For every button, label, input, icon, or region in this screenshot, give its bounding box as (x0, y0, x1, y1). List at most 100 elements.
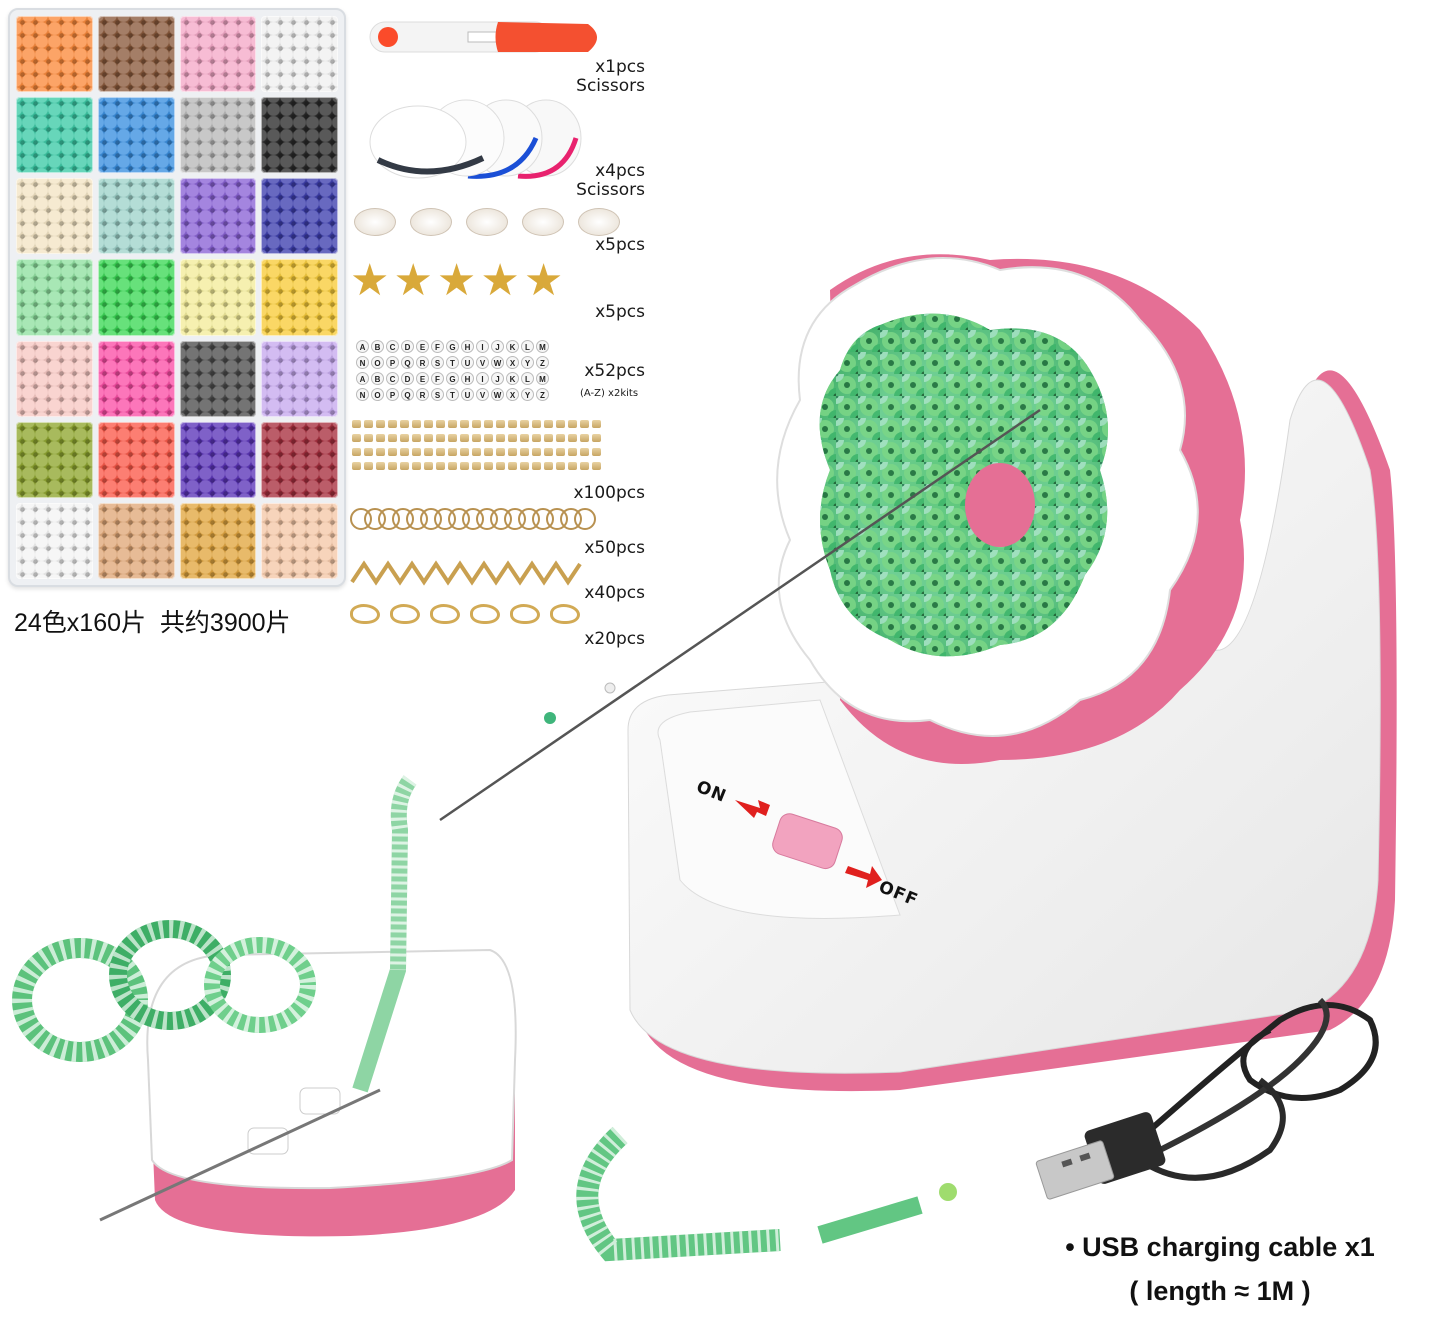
starfish-icon: ★ (523, 256, 564, 305)
jump-ring-icon (574, 508, 596, 530)
letter-bead: P (386, 388, 399, 401)
bead-compartment-purple (179, 178, 257, 255)
usb-cable-icon (1035, 997, 1379, 1200)
lobster-clasps-qty: x20pcs (584, 629, 645, 649)
letter-bead: Q (401, 356, 414, 369)
bead-compartment-black (261, 97, 338, 174)
letter-bead: H (461, 340, 474, 353)
letter-bead: E (416, 340, 429, 353)
bead-compartment-pink (179, 16, 257, 93)
bead-storage-box (8, 8, 346, 587)
letter-bead: U (461, 388, 474, 401)
letter-bead: J (491, 340, 504, 353)
jump-rings-row (350, 508, 596, 530)
spacer-bead-row (352, 462, 601, 470)
bead-compartment-gold-findings (179, 502, 257, 579)
bead-compartment-letter-beads (16, 502, 93, 579)
letter-bead: O (371, 388, 384, 401)
threader-base-white (146, 948, 517, 1190)
letter-bead: T (446, 356, 459, 369)
bead-compartment-burgundy (261, 421, 338, 498)
letter-beads-qty: x52pcs (584, 361, 645, 381)
letter-bead: M (536, 340, 549, 353)
spacer-bead-row (352, 420, 601, 428)
letter-bead: V (476, 388, 489, 401)
usb-cable-caption: • USB charging cable x1 (1065, 1232, 1375, 1262)
letter-bead: D (401, 340, 414, 353)
spacer-bead-row (352, 434, 601, 442)
letter-bead: M (536, 372, 549, 385)
bead-compartment-green (97, 259, 175, 336)
bead-compartment-coral (97, 421, 175, 498)
elastic-cord-spools-icon (369, 99, 582, 179)
letter-bead: Z (536, 388, 549, 401)
starfish-charms-row: ★ ★ ★ ★ ★ (350, 256, 563, 306)
bead-tips-icon (350, 560, 582, 586)
letter-bead: R (416, 356, 429, 369)
letter-bead: S (431, 388, 444, 401)
letter-bead: F (431, 372, 444, 385)
letter-bead: U (461, 356, 474, 369)
bead-compartment-square-gold (97, 502, 175, 579)
on-arrow-icon (735, 800, 770, 818)
letter-bead: Z (536, 356, 549, 369)
letter-bead: C (386, 340, 399, 353)
letter-bead: O (371, 356, 384, 369)
bead-count-caption: 24色x160片 共约3900片 (14, 609, 291, 637)
letter-bead: A (356, 340, 369, 353)
letter-bead: V (476, 356, 489, 369)
letter-bead: K (506, 372, 519, 385)
needle (439, 408, 1041, 822)
letter-bead: Q (401, 388, 414, 401)
letter-bead: P (386, 356, 399, 369)
power-switch (772, 813, 843, 870)
letter-bead: Y (521, 356, 534, 369)
letter-bead: B (371, 372, 384, 385)
bead-compartment-lavender (261, 340, 338, 417)
starfish-icon: ★ (436, 256, 477, 305)
bead-compartment-hot-pink (97, 340, 175, 417)
bead-compartment-olive (16, 421, 93, 498)
letter-beads-note: (A-Z) x2kits (580, 388, 639, 399)
letter-bead: C (386, 372, 399, 385)
bead-compartment-teal (16, 97, 93, 174)
starfish-icon: ★ (350, 256, 390, 305)
strung-beads-column (352, 775, 417, 1093)
bead-compartment-pale-teal (97, 178, 175, 255)
bead-tips-qty: x40pcs (584, 583, 645, 603)
starfish-icon: ★ (480, 256, 520, 305)
letter-bead: X (506, 388, 519, 401)
bead-compartment-cream (16, 178, 93, 255)
letter-bead: T (446, 388, 459, 401)
bead-compartment-shells-starfish (261, 502, 338, 579)
letter-bead: G (446, 340, 459, 353)
letter-bead: X (506, 356, 519, 369)
letter-bead: L (521, 372, 534, 385)
scissors-icon (369, 21, 597, 53)
letter-bead: F (431, 340, 444, 353)
jump-rings-qty: x50pcs (584, 538, 645, 558)
letter-bead: N (356, 356, 369, 369)
bead-compartment-yellow (261, 259, 338, 336)
letter-bead: G (446, 372, 459, 385)
bead-compartment-grid (16, 16, 338, 579)
cowrie-shells-row (354, 208, 620, 236)
starfish-icon: ★ (393, 256, 433, 305)
bead-compartment-blue (97, 97, 175, 174)
letter-bead: W (491, 388, 504, 401)
off-arrow-icon (845, 866, 882, 888)
bead-compartment-light-pink (16, 340, 93, 417)
bead-compartment-violet (179, 421, 257, 498)
bead-compartment-light-gray (179, 97, 257, 174)
letter-bead: I (476, 372, 489, 385)
bead-compartment-orange (16, 16, 93, 93)
letter-bead: A (356, 372, 369, 385)
letter-bead: Y (521, 388, 534, 401)
letter-bead: H (461, 372, 474, 385)
